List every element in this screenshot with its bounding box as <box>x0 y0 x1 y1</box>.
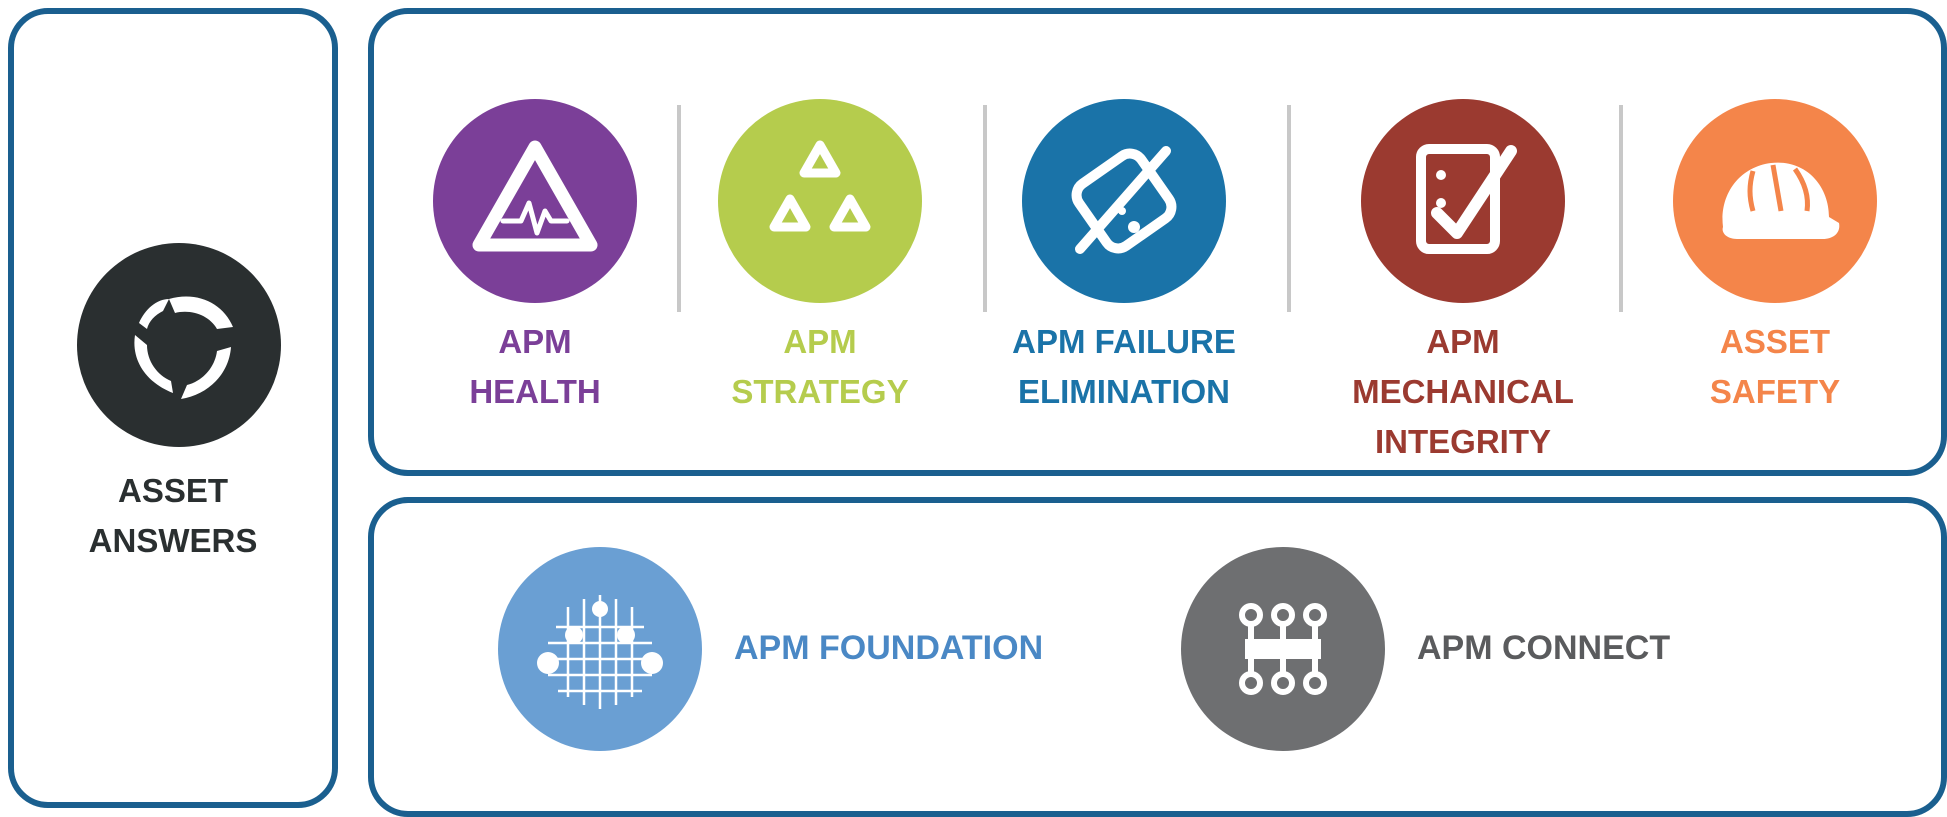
apm-modules-panel: APM HEALTH APM STRATEGY APM FAILURE ELIM… <box>368 8 1947 476</box>
apm-foundation-panel: APM FOUNDATION APM CONNECT <box>368 497 1947 817</box>
divider <box>1619 105 1623 312</box>
apm-connect-circle <box>1181 547 1385 751</box>
asset-answers-label: ASSET ANSWERS <box>88 472 258 559</box>
divider <box>677 105 681 312</box>
apm-health-label: APM HEALTH <box>469 323 601 410</box>
asset-answers-panel: ASSET ANSWERS <box>8 8 338 808</box>
apm-foundation-label: APM FOUNDATION <box>734 629 1044 667</box>
asset-safety-circle <box>1673 99 1877 303</box>
apm-foundation-circle <box>498 547 702 751</box>
divider <box>1287 105 1291 312</box>
apm-health-circle <box>433 99 637 303</box>
broken-link-icon <box>1071 146 1177 254</box>
divider <box>983 105 987 312</box>
apm-failure-elimination-label: APM FAILURE ELIMINATION <box>1012 323 1236 410</box>
apm-failure-elimination-circle <box>1022 99 1226 303</box>
hard-hat-icon <box>1722 162 1840 239</box>
apm-strategy-circle <box>718 99 922 303</box>
asset-answers-circle <box>77 243 281 447</box>
apm-strategy-label: APM STRATEGY <box>731 323 909 410</box>
apm-mechanical-integrity-circle <box>1361 99 1565 303</box>
asset-safety-label: ASSET SAFETY <box>1709 323 1841 410</box>
connector-icon <box>1239 603 1327 695</box>
clipboard-check-icon <box>1416 144 1517 254</box>
warning-heartbeat-icon <box>472 140 598 252</box>
apm-mechanical-integrity-label: APM MECHANICAL INTEGRITY <box>1352 323 1574 460</box>
cycle-arrows-icon <box>134 296 233 399</box>
apm-connect-label: APM CONNECT <box>1417 629 1671 667</box>
triangles-icon <box>769 140 871 232</box>
circuit-grid-icon <box>537 595 663 709</box>
